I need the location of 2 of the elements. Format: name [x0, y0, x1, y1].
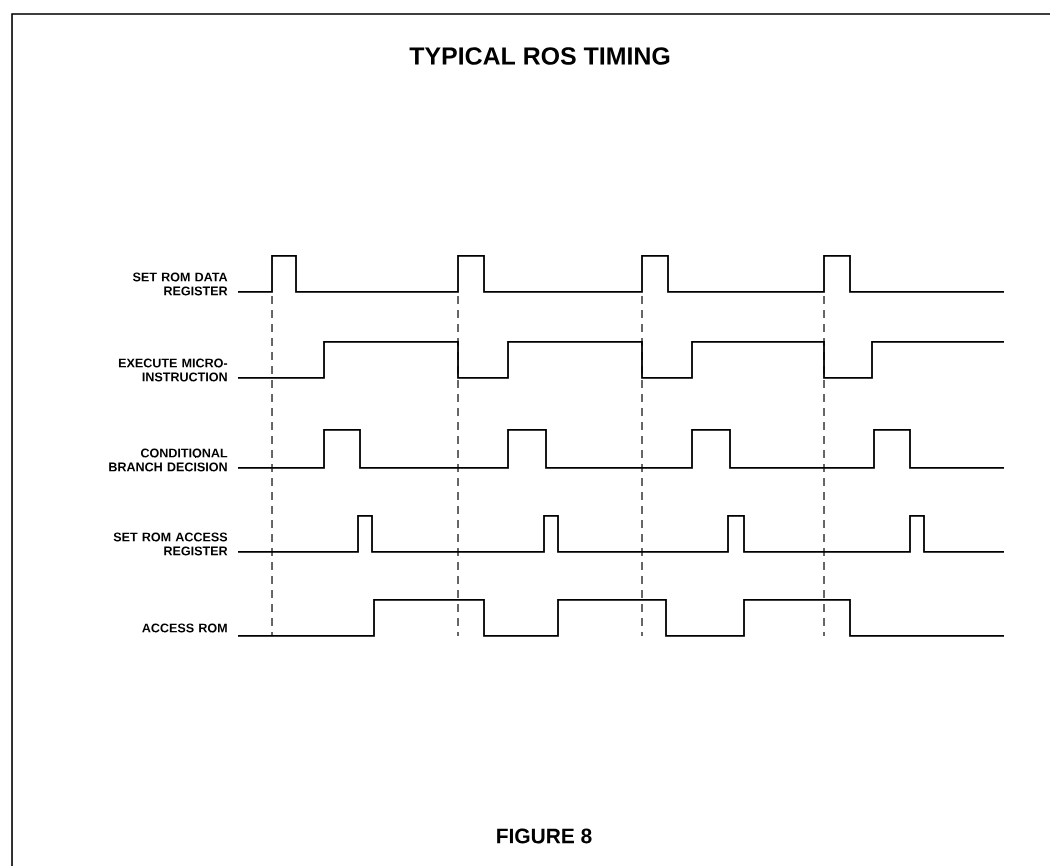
caption: FIGURE 8: [497, 828, 592, 844]
title: TYPICAL ROS TIMING: [409, 47, 670, 65]
